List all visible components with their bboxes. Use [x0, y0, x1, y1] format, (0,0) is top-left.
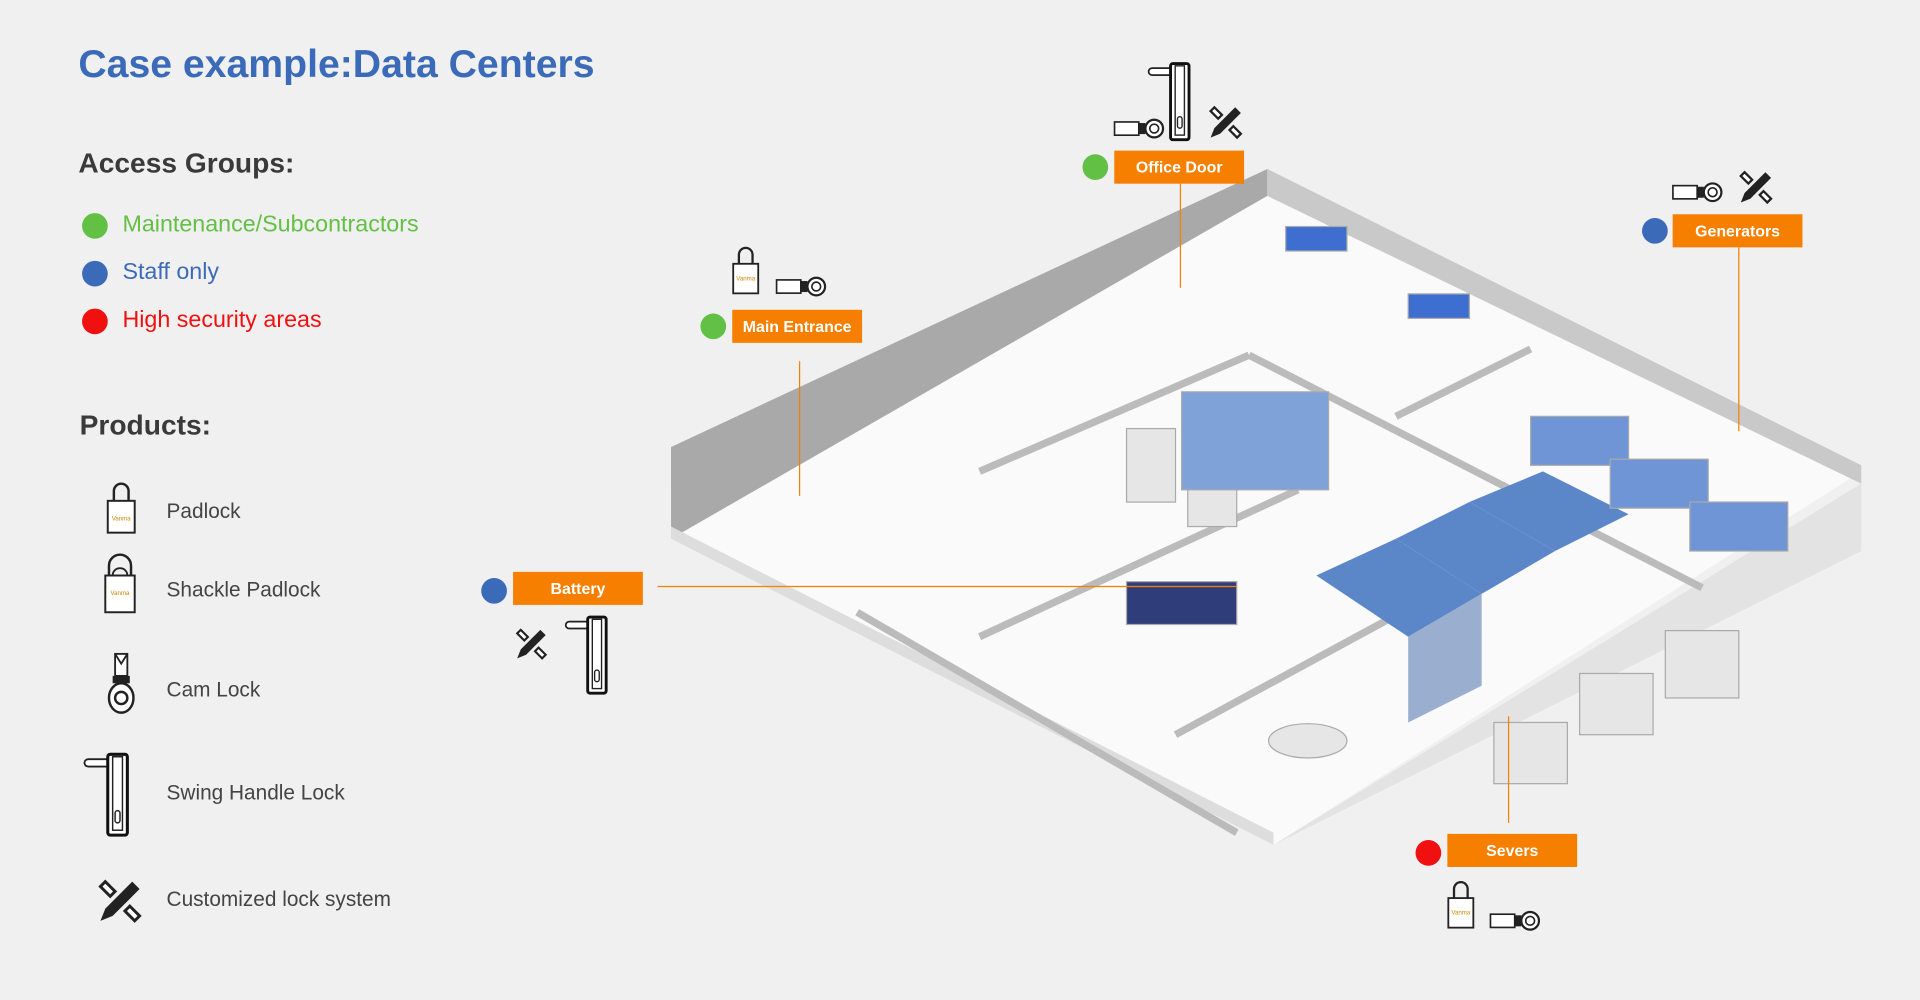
padlock-brand-mark: Vanma [736, 275, 756, 283]
area-tag-office-door[interactable]: Office Door [1114, 150, 1245, 184]
back-right-wall [1267, 168, 1862, 484]
access-groups-heading: Access Groups: [78, 146, 295, 179]
area-tag-severs[interactable]: Severs [1447, 833, 1578, 867]
shackle-padlock-brand-mark: Vanma [110, 590, 130, 598]
connector-lines [657, 183, 1740, 823]
red-dot-icon [82, 307, 108, 334]
padlock-icon [730, 242, 762, 298]
products-heading: Products: [79, 408, 212, 441]
custom-lock-icon [512, 624, 551, 663]
custom-lock-icon [1735, 167, 1777, 209]
cam-lock-icon [1670, 181, 1724, 203]
green-dot-icon [82, 212, 108, 239]
front-right-edge [1273, 483, 1862, 845]
blue-dot-icon [481, 577, 507, 604]
red-dot-icon [1415, 840, 1442, 866]
padlock-brand-mark: Vanma [111, 515, 131, 523]
custom-lock-icon [1205, 102, 1247, 144]
product-customized-lock-system: Customized lock system [166, 887, 391, 912]
access-group-staff: Staff only [82, 260, 219, 287]
access-group-label: Maintenance/Subcontractors [122, 211, 419, 238]
area-tag-battery[interactable]: Battery [513, 571, 643, 605]
access-group-maintenance: Maintenance/Subcontractors [82, 212, 419, 239]
product-swing-handle-lock: Swing Handle Lock [166, 781, 345, 805]
green-dot-icon [700, 313, 727, 340]
access-group-high-security: High security areas [82, 307, 322, 334]
equipment [1125, 225, 1789, 785]
access-group-label: High security areas [122, 307, 322, 334]
product-padlock: Padlock [166, 499, 241, 523]
access-group-label: Staff only [122, 259, 220, 286]
back-left-wall [671, 168, 1268, 539]
padlock-brand-mark: Vanma [1451, 909, 1471, 918]
cam-lock-icon [1112, 118, 1166, 140]
cam-lock-icon [1488, 910, 1542, 932]
green-dot-icon [1082, 154, 1109, 181]
cam-lock-icon [774, 276, 828, 298]
server-racks [1316, 471, 1629, 723]
page-title: Case example:Data Centers [78, 41, 595, 86]
area-tag-main-entrance[interactable]: Main Entrance [732, 309, 863, 343]
product-shackle-padlock: Shackle Padlock [166, 577, 321, 602]
product-cam-lock: Cam Lock [166, 678, 261, 702]
blue-dot-icon [82, 260, 108, 286]
blue-dot-icon [1642, 217, 1668, 244]
padlock-icon [1445, 877, 1477, 933]
swing-handle-lock-icon [561, 615, 612, 696]
area-tag-generators[interactable]: Generators [1672, 214, 1803, 248]
